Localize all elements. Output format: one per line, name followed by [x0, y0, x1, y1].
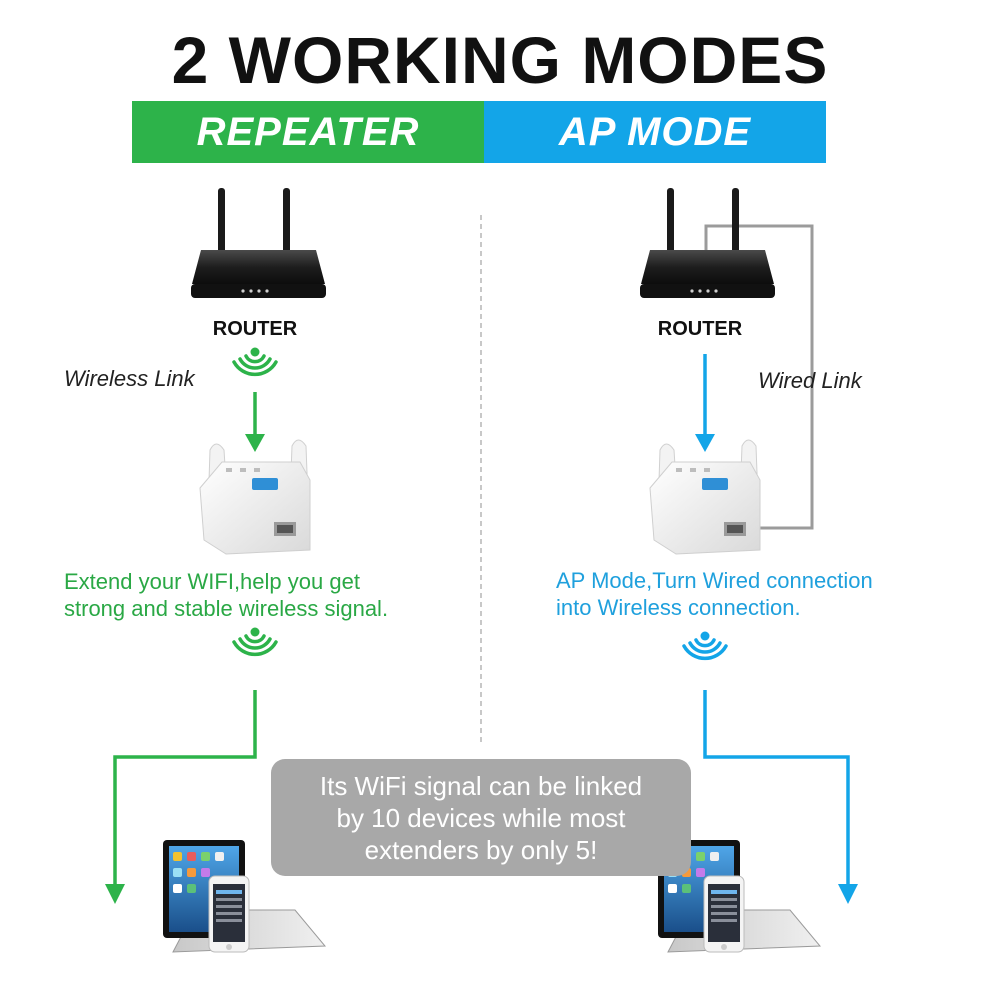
wifi-signal-icon: [682, 631, 728, 661]
wireless-link-label: Wireless Link: [64, 366, 195, 391]
ap-mode-banner: AP MODE: [484, 101, 826, 163]
page-title: 2 WORKING MODES: [171, 23, 829, 97]
wifi-signal-icon: [232, 347, 278, 377]
info-line: extenders by only 5!: [364, 834, 598, 865]
ap-description-line: into Wireless connection.: [556, 595, 801, 620]
repeater-mode-banner: REPEATER: [132, 101, 484, 163]
info-line: Its WiFi signal can be linked: [319, 770, 643, 801]
ap-description-line: AP Mode,Turn Wired connection: [556, 568, 873, 593]
arrow-down-icon: [695, 354, 715, 452]
router-label-right: ROUTER: [657, 318, 743, 340]
arrow-down-icon: [105, 690, 257, 904]
wired-link-label: Wired Link: [758, 368, 862, 393]
repeater-description: Extend your WIFI,help you get strong and…: [64, 568, 484, 622]
arrow-down-icon: [245, 392, 265, 452]
extender-icon: [199, 439, 311, 555]
router-label-left: ROUTER: [212, 318, 298, 340]
wired-link-cable: [704, 224, 814, 530]
wifi-signal-icon: [232, 627, 278, 657]
router-icon: [191, 188, 326, 298]
extender-icon: [649, 439, 761, 555]
ap-mode-description: AP Mode,Turn Wired connection into Wirel…: [556, 567, 976, 621]
info-line: by 10 devices while most: [336, 802, 626, 833]
repeater-description-line: strong and stable wireless signal.: [64, 596, 389, 621]
repeater-description-line: Extend your WIFI,help you get: [64, 569, 360, 594]
arrow-down-icon: [703, 690, 858, 904]
info-callout-box: Its WiFi signal can be linked by 10 devi…: [271, 759, 691, 876]
